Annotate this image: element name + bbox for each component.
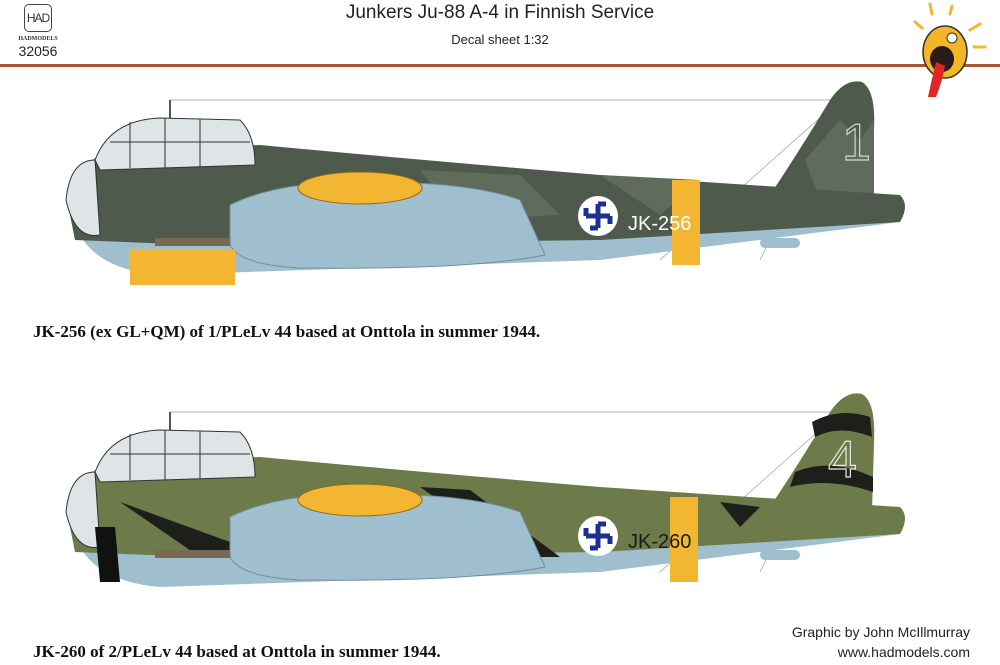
caption-jk-256: JK-256 (ex GL+QM) of 1/PLeLv 44 based at… (33, 322, 541, 341)
caption-jk-260: JK-260 of 2/PLeLv 44 based at Onttola in… (33, 642, 441, 661)
sheet-subtitle: Decal sheet 1:32 (451, 32, 549, 47)
logo-mark: HAD (24, 4, 52, 32)
sheet-title: Junkers Ju-88 A-4 in Finnish Service (345, 2, 655, 23)
fuselage-yellow-band (672, 180, 700, 265)
cockpit-canopy (94, 429, 256, 483)
tail-number: 4 (828, 431, 857, 489)
fuselage-yellow-band (670, 497, 698, 582)
logo-brand: HADMODELS (18, 36, 58, 42)
cockpit-canopy (94, 117, 256, 171)
aircraft-code: JK-260 (628, 531, 691, 553)
aircraft-profile-jk-260: JK-260 4 (65, 393, 905, 587)
aircraft-profile-jk-256: JK-256 1 (65, 81, 905, 285)
website-link[interactable]: www.hadmodels.com (837, 644, 970, 660)
product-code: 32056 (18, 43, 58, 59)
hadmodels-logo: HAD HADMODELS 32056 (17, 4, 59, 62)
engine-cowling-yellow (297, 171, 423, 205)
tail-fin (770, 393, 875, 512)
graphic-credit: Graphic by John McIllmurray (791, 624, 970, 640)
header-divider (0, 64, 1000, 67)
tail-number: 1 (842, 114, 871, 172)
engine-cowling-yellow (297, 483, 423, 517)
mascot-icon (913, 2, 987, 97)
nose-yellow-panel (130, 250, 235, 285)
aircraft-code: JK-256 (628, 213, 691, 235)
